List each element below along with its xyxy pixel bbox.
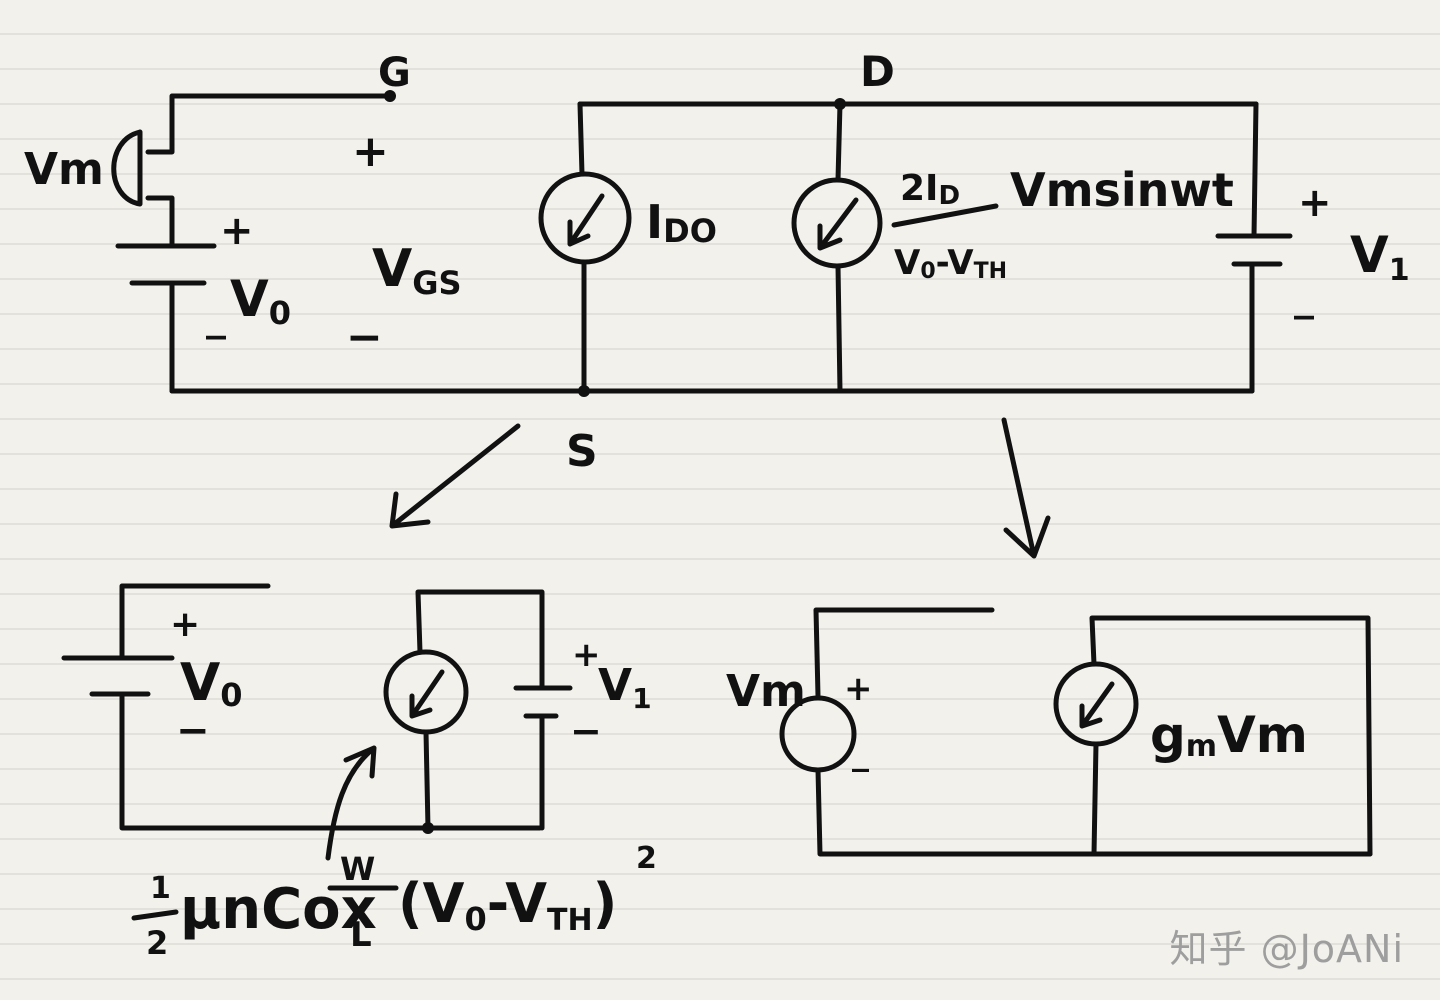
gm-numerator: 2ID (900, 168, 960, 211)
dc-v0-battery (61, 655, 175, 697)
dc-v1-battery (513, 685, 573, 719)
ac-vin-label: Vm (726, 666, 806, 717)
vgs-minus: − (346, 312, 383, 363)
ac-current-wire (1091, 741, 1099, 857)
ac-circuit (779, 607, 1373, 857)
vin-source-symbol (111, 129, 143, 207)
dc-drain-loop (415, 589, 545, 831)
v1-branch-wire (1249, 101, 1259, 394)
arrow-to-ac-circuit-icon (1001, 417, 1051, 559)
gm-branch-wire (835, 101, 843, 394)
gate-label: G (378, 50, 411, 96)
expr-half-den: 2 (146, 924, 168, 962)
dc-v0-minus: − (176, 708, 210, 754)
dc-v1-plus: + (572, 635, 601, 675)
vgs-label: VGS (372, 239, 462, 302)
ac-vin-plus: + (844, 669, 873, 709)
idd-arrow-icon (567, 193, 605, 247)
v0-label: V0 (230, 270, 291, 332)
ac-gate-wire (813, 607, 995, 699)
v1-label: V1 (1350, 226, 1410, 288)
expr-mu-cox: μnCox (180, 877, 377, 942)
idd-label: IDO (646, 195, 717, 250)
top-circuit (111, 90, 1293, 397)
dc-v0-plus: + (170, 604, 200, 645)
gm-denominator: V0-VTH (894, 243, 1007, 284)
dc-arrow-icon (409, 669, 445, 719)
dc-v1-label: V1 (598, 660, 652, 715)
gm-current-source (791, 177, 883, 269)
gate-node-dot (384, 90, 396, 102)
expr-w: W (340, 850, 375, 888)
ac-drain-loop (1089, 615, 1373, 857)
dc-gate-wire (119, 583, 271, 661)
v0-battery (115, 243, 217, 286)
dc-current-wire (423, 729, 431, 831)
ac-arrow-icon (1079, 681, 1115, 729)
v1-plus: + (1298, 180, 1332, 226)
dc-ground-wire (119, 691, 543, 831)
idd-branch-wire (577, 101, 587, 394)
ac-vin-minus: _ (852, 733, 869, 773)
arrow-to-dc-circuit-icon (389, 423, 521, 529)
v1-minus: _ (1294, 274, 1314, 320)
idd-current-source (538, 171, 632, 265)
expr-squared: 2 (636, 841, 657, 876)
gate-wire (145, 93, 393, 155)
gm-arrow-icon (817, 197, 859, 251)
v0-minus: _ (206, 294, 226, 340)
watermark: 知乎 @JoANi (1169, 927, 1404, 971)
ac-gm-label: gmVm (1150, 706, 1308, 764)
expr-half-num: 1 (150, 871, 171, 906)
ac-ground-wire (815, 767, 1373, 857)
gm-vm-sinwt: Vmsinwt (1010, 163, 1234, 217)
drain-label: D (860, 47, 895, 96)
v0-plus: + (220, 208, 254, 254)
vin-to-battery-wire (145, 195, 175, 249)
dc-current-expression: 1 2 μnCox W L (V0-VTH) 2 (131, 841, 657, 962)
expr-l: L (350, 915, 372, 955)
expression-pointer-icon (325, 745, 377, 861)
vgs-plus: + (352, 126, 389, 177)
dc-circuit (61, 583, 573, 891)
gm-fraction-bar (891, 203, 999, 228)
v1-battery (1215, 233, 1293, 267)
expr-half-bar (131, 909, 179, 921)
dc-v0-label: V0 (180, 653, 243, 714)
source-label: S (566, 426, 598, 477)
expr-overdrive: (V0-VTH) (398, 872, 617, 938)
vin-label: Vm (24, 144, 104, 195)
dc-v1-minus: − (570, 709, 602, 753)
